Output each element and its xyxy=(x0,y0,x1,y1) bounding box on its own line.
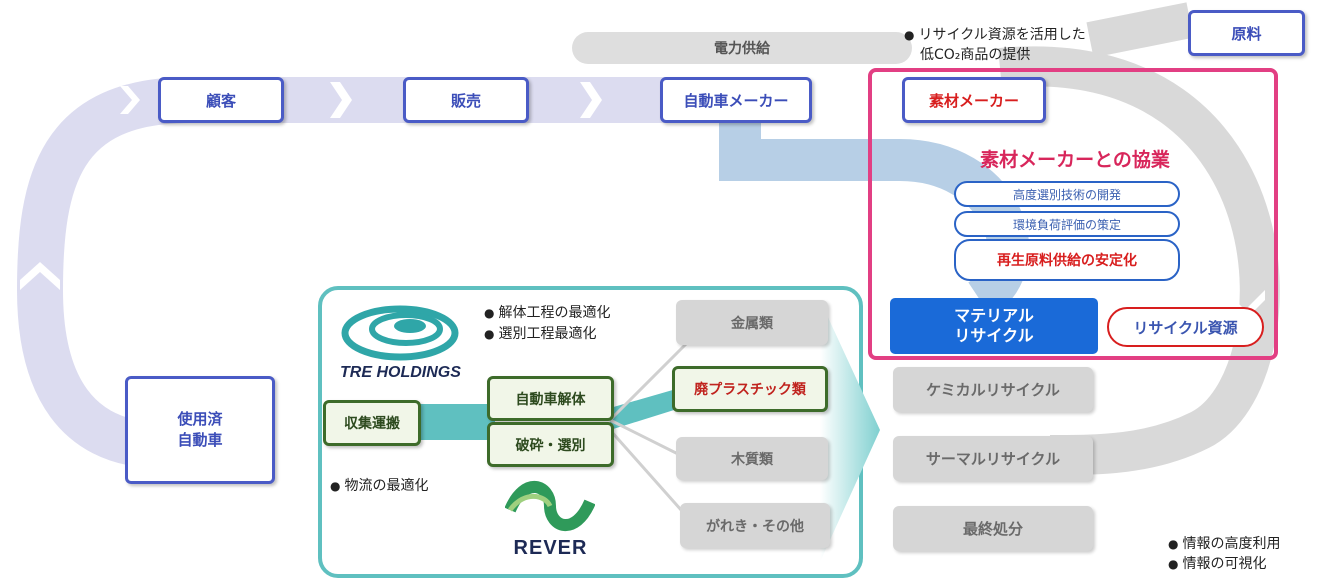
raw-material-box: 原料 xyxy=(1188,10,1305,56)
wood-box: 木質類 xyxy=(676,437,828,480)
note-line: 解体工程の最適化 xyxy=(498,305,611,321)
bullet-icon: ● xyxy=(904,28,915,42)
note-line: 選別工程最適化 xyxy=(498,326,597,342)
plastics-box: 廃プラスチック類 xyxy=(672,366,828,412)
recycled-product-note: ●リサイクル資源を活用した 低CO₂商品の提供 xyxy=(904,25,1086,65)
final-disposal-box: 最終処分 xyxy=(893,506,1093,551)
collab-item-environment-eval: 環境負荷評価の策定 xyxy=(954,211,1180,237)
material-recycle-box: マテリアル リサイクル xyxy=(890,298,1098,354)
power-supply-label: 電力供給 xyxy=(714,41,770,57)
sales-box: 販売 xyxy=(403,77,529,123)
rever-logo-icon xyxy=(505,481,595,531)
bullet-icon: ● xyxy=(484,327,495,341)
information-note: ●情報の高度利用 ●情報の可視化 xyxy=(1168,534,1280,574)
automaker-box: 自動車メーカー xyxy=(660,77,812,123)
bullet-icon: ● xyxy=(1168,557,1179,571)
collaboration-frame xyxy=(868,68,1278,360)
dismantle-box: 自動車解体 xyxy=(487,376,614,421)
power-supply-band xyxy=(572,32,912,64)
collab-item-stable-supply: 再生原料供給の安定化 xyxy=(954,239,1180,281)
used-car-box: 使用済 自動車 xyxy=(125,376,275,484)
note-line: 情報の高度利用 xyxy=(1182,536,1281,552)
bullet-icon: ● xyxy=(330,479,341,493)
note-line: 低CO₂商品の提供 xyxy=(920,47,1031,63)
debris-box: がれき・その他 xyxy=(680,503,830,548)
bullet-icon: ● xyxy=(1168,537,1179,551)
bullet-icon: ● xyxy=(484,306,495,320)
rever-logo-text: REVER xyxy=(513,537,588,559)
funnel-arrow xyxy=(820,300,880,562)
collab-item-selection-tech: 高度選別技術の開発 xyxy=(954,181,1180,207)
collaboration-title: 素材メーカーとの協業 xyxy=(980,149,1170,171)
shred-sort-box: 破砕・選別 xyxy=(487,422,614,467)
tre-logo-text: TRE HOLDINGS xyxy=(340,364,461,381)
tre-logo-icon xyxy=(341,305,459,361)
material-maker-box: 素材メーカー xyxy=(902,77,1046,123)
dismantling-note: ●解体工程の最適化 ●選別工程最適化 xyxy=(484,303,610,345)
gray-flow-band-top xyxy=(1086,2,1194,58)
recycle-resource-box: リサイクル資源 xyxy=(1107,307,1264,347)
metals-box: 金属類 xyxy=(676,300,828,345)
note-line: 物流の最適化 xyxy=(344,478,429,494)
purple-flow-band xyxy=(16,77,783,468)
collection-box: 収集運搬 xyxy=(323,400,421,446)
logistics-note: ●物流の最適化 xyxy=(330,475,428,495)
customer-box: 顧客 xyxy=(158,77,284,123)
thermal-recycle-box: サーマルリサイクル xyxy=(893,436,1093,481)
note-line: 情報の可視化 xyxy=(1182,556,1267,572)
chemical-recycle-box: ケミカルリサイクル xyxy=(893,367,1093,412)
note-line: リサイクル資源を活用した xyxy=(918,27,1086,43)
